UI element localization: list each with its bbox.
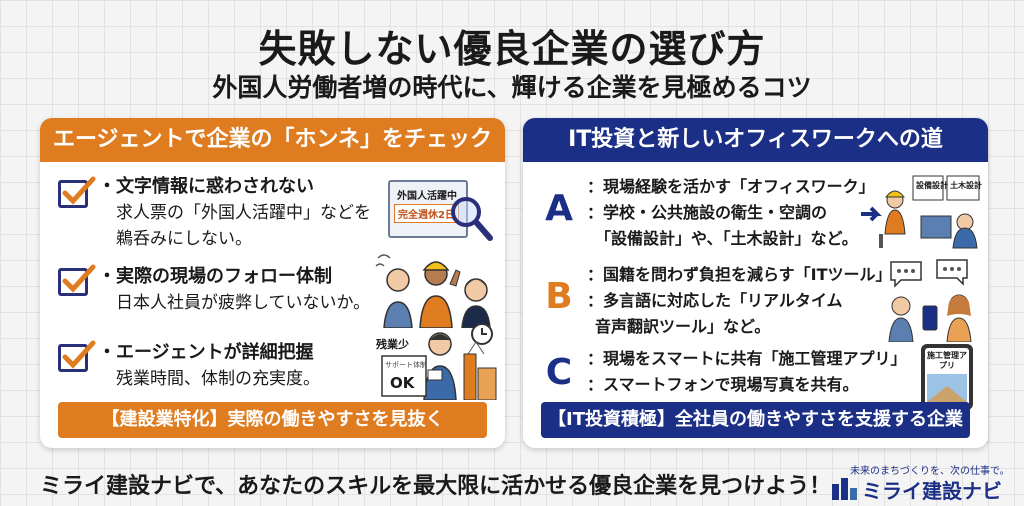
magnifier-icon xyxy=(451,197,493,241)
item-letter: C xyxy=(545,352,573,393)
item-detail: 日本人社員が疲弊していないか。 xyxy=(116,293,371,313)
support-card-label: サポート体制 xyxy=(385,361,427,369)
item-detail: 鵜呑みにしない。 xyxy=(116,229,252,249)
list-item: B ：国籍を問わず負担を減らす「ITツール」 ：多言語に対応した「リアルタイム … xyxy=(523,262,988,342)
it-investment-panel: IT投資と新しいオフィスワークへの道 A ：現場経験を活かす「オフィスワーク」 … xyxy=(523,118,988,448)
item-detail: 残業時間、体制の充実度。 xyxy=(116,369,320,389)
item-detail: ：国籍を問わず負担を減らす「ITツール」 xyxy=(587,265,892,284)
logo-name: ミライ建設ナビ xyxy=(862,479,1002,503)
design2-label: 土木設計 xyxy=(950,181,982,190)
checkbox-icon xyxy=(58,176,96,208)
item-detail: 音声翻訳ツール」など。 xyxy=(595,317,771,336)
list-item: A ：現場経験を活かす「オフィスワーク」 ：学校・公共施設の衛生・空調の 「設備… xyxy=(523,174,988,254)
building-logo-icon xyxy=(832,478,857,500)
mirai-logo[interactable]: 未来のまちづくりを、次の仕事で。 ミライ建設ナビ xyxy=(830,462,1010,503)
agent-illustration: 残業少 サポート体制 OK xyxy=(368,320,500,400)
item-title: ・エージェントが詳細把握 xyxy=(98,342,314,363)
design1-label: 設備設計 xyxy=(916,181,948,190)
workers-illustration xyxy=(375,254,491,328)
page-title: 失敗しない優良企業の選び方 xyxy=(258,27,766,71)
item-detail: 求人票の「外国人活躍中」などを xyxy=(116,203,371,223)
translation-illustration xyxy=(888,259,972,342)
footer-message: ミライ建設ナビで、あなたのスキルを最大限に活かせる優良企業を見つけよう！ xyxy=(40,474,832,499)
office-design-illustration: 設備設計 土木設計 xyxy=(857,170,983,250)
app-label: 施工管理アプリ xyxy=(927,351,967,370)
overtime-label: 残業少 xyxy=(376,338,409,351)
agent-check-heading: エージェントで企業の「ホンネ」をチェック xyxy=(40,118,505,162)
item-letter: B xyxy=(545,276,573,317)
item-letter: A xyxy=(545,188,573,229)
item-detail: ：現場経験を活かす「オフィスワーク」 xyxy=(587,177,875,196)
logo-tagline: 未来のまちづくりを、次の仕事で。 xyxy=(850,466,1010,477)
app-phone-illustration: 施工管理アプリ xyxy=(917,342,977,412)
list-item: ・実際の現場のフォロー体制 日本人社員が疲弊していないか。 xyxy=(40,264,505,324)
doc-title-label: 外国人活躍中 xyxy=(397,191,457,202)
item-detail: ：現場をスマートに共有「施工管理アプリ」 xyxy=(587,349,907,368)
item-detail: ：学校・公共施設の衛生・空調の xyxy=(587,203,828,222)
list-item: ・エージェントが詳細把握 残業時間、体制の充実度。 xyxy=(40,340,505,400)
it-investment-bar: 【IT投資積極】全社員の働きやすさを支援する企業 xyxy=(541,402,970,438)
checkbox-icon xyxy=(58,264,96,296)
list-item: C ：現場をスマートに共有「施工管理アプリ」 ：スマートフォンで現場写真を共有。 xyxy=(523,346,988,406)
checkbox-icon xyxy=(58,340,96,372)
ok-label: OK xyxy=(390,374,415,392)
item-detail: 「設備設計」や、「土木設計」など。 xyxy=(595,229,858,248)
item-title: ・文字情報に惑わされない xyxy=(98,176,314,197)
list-item: ・文字情報に惑わされない 求人票の「外国人活躍中」などを 鵜呑みにしない。 xyxy=(40,174,505,249)
item-title: ・実際の現場のフォロー体制 xyxy=(98,266,332,287)
page-subtitle: 外国人労働者増の時代に、輝ける企業を見極めるコツ xyxy=(212,73,812,102)
job-posting-illustration: 外国人活躍中 完全週休2日 xyxy=(388,174,498,244)
construction-specialty-bar: 【建設業特化】実際の働きやすさを見抜く xyxy=(58,402,487,438)
agent-check-panel: エージェントで企業の「ホンネ」をチェック ・文字情報に惑わされない 求人票の「外… xyxy=(40,118,505,448)
it-investment-heading: IT投資と新しいオフィスワークへの道 xyxy=(523,118,988,162)
item-detail: ：多言語に対応した「リアルタイム xyxy=(587,291,843,310)
item-detail: ：スマートフォンで現場写真を共有。 xyxy=(587,375,859,394)
